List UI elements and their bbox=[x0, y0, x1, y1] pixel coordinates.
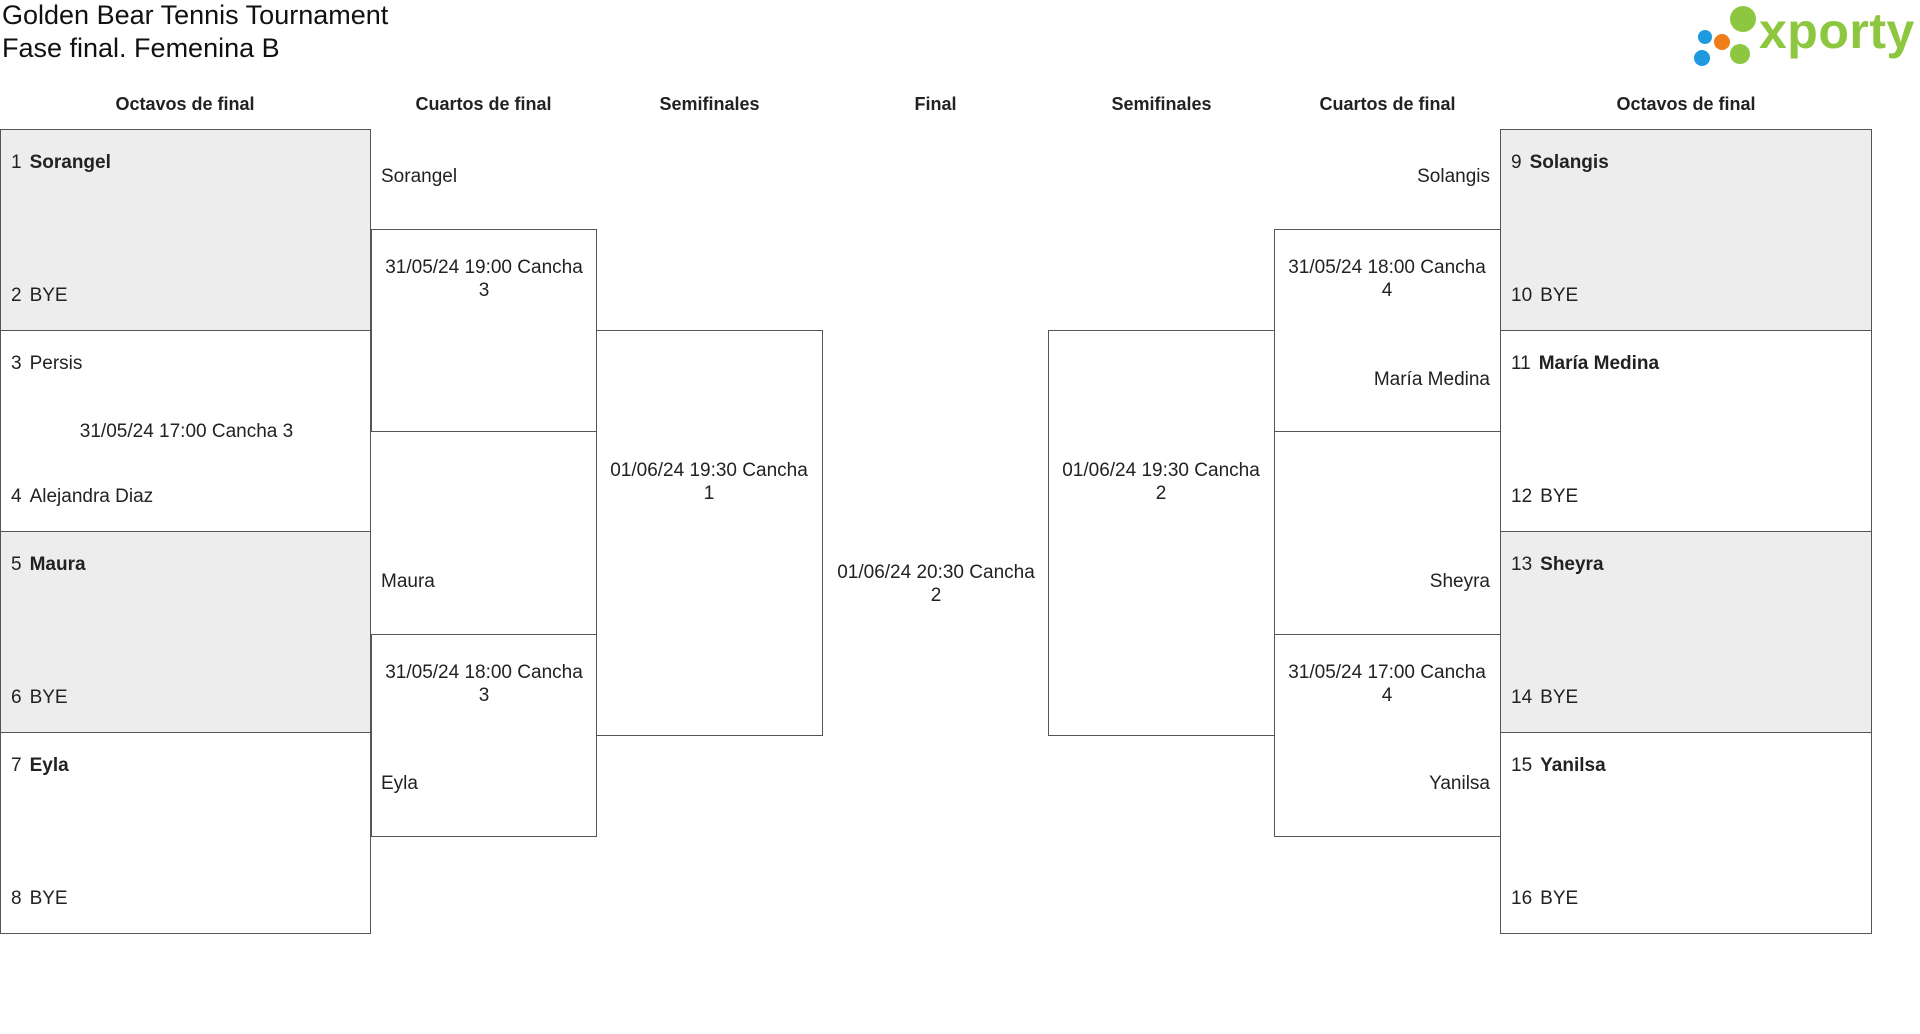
match-schedule: 01/06/24 19:30 Cancha 2 bbox=[1062, 460, 1260, 504]
match-semis-left bbox=[596, 330, 823, 736]
bracket-subtitle: Fase final. Femenina B bbox=[2, 33, 280, 63]
col-right-cuartos: Cuartos de final bbox=[1319, 94, 1456, 114]
match-schedule: 01/06/24 19:30 Cancha 1 bbox=[610, 460, 808, 504]
cuartos-right-2-bottom-name: Yanilsa bbox=[1429, 773, 1490, 794]
logo-dot-orange-icon bbox=[1714, 34, 1730, 50]
cuartos-right-2-top-name: Sheyra bbox=[1429, 571, 1490, 592]
match-schedule: 31/05/24 17:00 Cancha 3 bbox=[79, 421, 294, 442]
match-schedule: 31/05/24 18:00 Cancha 4 bbox=[1288, 257, 1486, 301]
cuartos-left-2-top-name: Maura bbox=[381, 571, 435, 592]
match-schedule: 31/05/24 18:00 Cancha 3 bbox=[385, 662, 583, 706]
cuartos-right-1-bottom-name: María Medina bbox=[1373, 369, 1490, 390]
logo-dot-green-icon bbox=[1730, 6, 1756, 32]
col-right-semis: Semifinales bbox=[1111, 94, 1212, 114]
col-left-semis: Semifinales bbox=[659, 94, 760, 114]
col-left-cuartos: Cuartos de final bbox=[415, 94, 552, 114]
cuartos-right-1-top-name: Solangis bbox=[1417, 166, 1490, 187]
logo-text: xporty bbox=[1759, 3, 1915, 59]
logo-dot-blue-icon bbox=[1698, 30, 1712, 44]
logo-dot-green2-icon bbox=[1730, 44, 1750, 64]
col-right-octavos: Octavos de final bbox=[1616, 94, 1756, 114]
col-final: Final bbox=[914, 94, 957, 114]
logo-dot-blue2-icon bbox=[1694, 50, 1710, 66]
cuartos-left-2-bottom-name: Eyla bbox=[381, 773, 418, 794]
final-schedule: 01/06/24 20:30 Cancha 2 bbox=[837, 562, 1035, 606]
xporty-logo[interactable]: xporty bbox=[1692, 3, 1920, 68]
match-schedule: 31/05/24 19:00 Cancha 3 bbox=[385, 257, 583, 301]
match-schedule: 31/05/24 17:00 Cancha 4 bbox=[1288, 662, 1486, 706]
match-semis-right bbox=[1048, 330, 1275, 736]
col-left-octavos: Octavos de final bbox=[115, 94, 255, 114]
tournament-title: Golden Bear Tennis Tournament bbox=[2, 0, 389, 30]
cuartos-left-1-top-name: Sorangel bbox=[381, 166, 458, 187]
